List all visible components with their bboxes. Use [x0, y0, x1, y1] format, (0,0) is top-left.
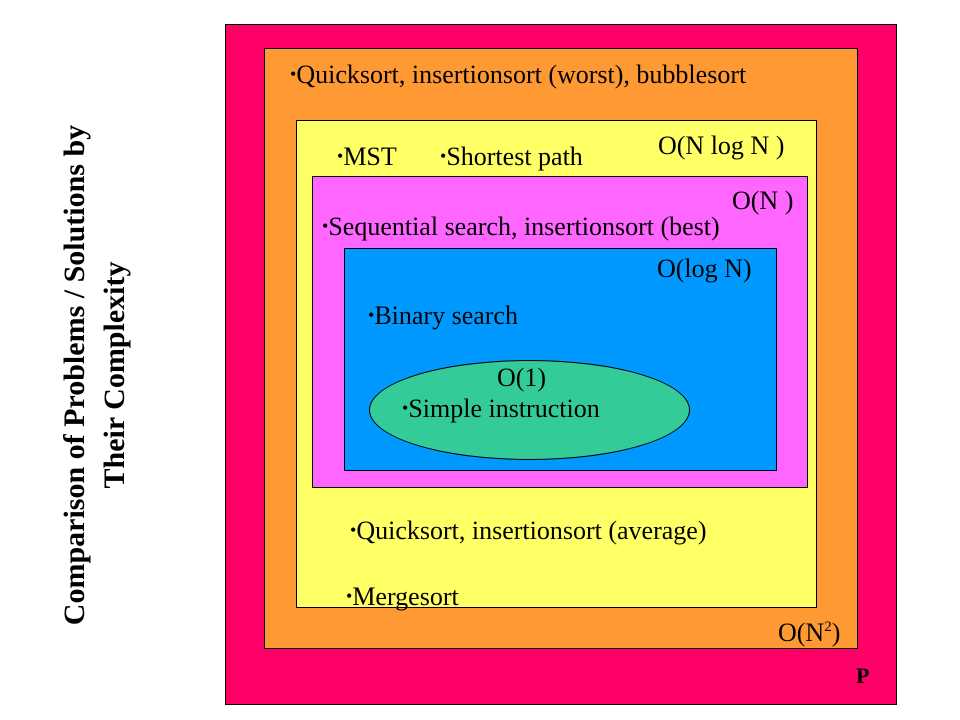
nlogn-item-mergesort: Mergesort [346, 582, 458, 611]
nlogn-complexity-label: O(N log N ) [658, 131, 785, 160]
quadratic-label-end: ) [831, 618, 841, 647]
nlogn-item-mst: MST [337, 142, 396, 171]
nlogn-item-shortest-path: Shortest path [440, 142, 583, 171]
title-line-2: Their Complexity [98, 261, 131, 489]
quadratic-label-base: O(N [778, 618, 825, 647]
constant-item-simple-instruction: Simple instruction [402, 394, 599, 423]
nlogn-item-quicksort-average: Quicksort, insertionsort (average) [350, 516, 706, 545]
logn-complexity-label: O(log N) [657, 254, 752, 283]
logn-item-binary-search: Binary search [368, 301, 518, 330]
constant-complexity-label: O(1) [497, 363, 547, 392]
linear-complexity-label: O(N ) [732, 186, 794, 215]
linear-item-1: Sequential search, insertionsort (best) [322, 212, 719, 241]
quadratic-complexity-label: O(N2) [778, 619, 840, 647]
quadratic-label-exponent: 2 [824, 619, 832, 635]
p-class-label: P [856, 663, 870, 688]
quadratic-item-1: Quicksort, insertionsort (worst), bubble… [290, 60, 746, 89]
title-line-1: Comparison of Problems / Solutions by [58, 124, 91, 626]
diagram-title: Comparison of Problems / Solutions by Th… [45, 55, 145, 695]
